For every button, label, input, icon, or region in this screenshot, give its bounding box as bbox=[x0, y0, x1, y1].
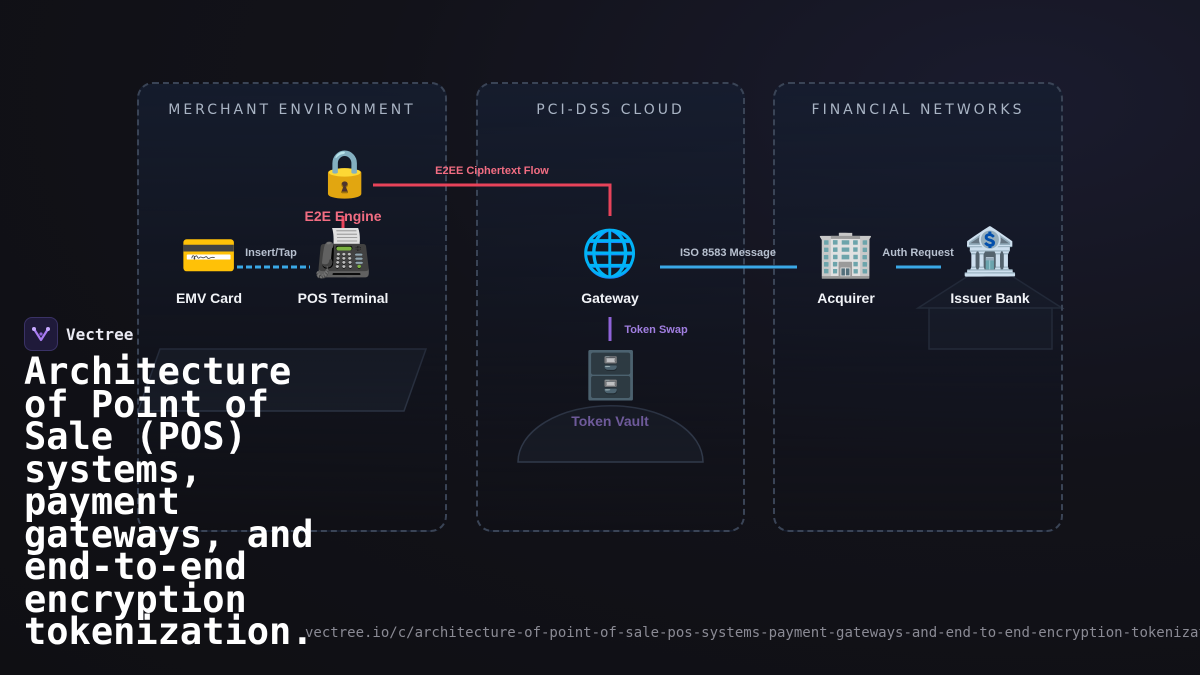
node-label-emv-card: EMV Card bbox=[175, 290, 243, 306]
zone-title-pci: PCI-DSS CLOUD bbox=[536, 102, 685, 118]
lock-icon: 🔒 bbox=[316, 146, 374, 200]
node-label-gateway: Gateway bbox=[581, 290, 639, 306]
zone-financial-networks: FINANCIAL NETWORKS bbox=[773, 82, 1063, 532]
node-label-issuer-bank: Issuer Bank bbox=[950, 290, 1030, 306]
zone-title-merchant: MERCHANT ENVIRONMENT bbox=[168, 102, 416, 118]
edge-label-auth-request: Auth Request bbox=[882, 247, 954, 259]
edge-label-iso-message: ISO 8583 Message bbox=[679, 247, 777, 259]
edge-e2ee-flow bbox=[373, 183, 612, 216]
page-url: vectree.io/c/architecture-of-point-of-sa… bbox=[305, 625, 1200, 641]
zone-pci-dss-cloud: PCI-DSS CLOUD bbox=[476, 82, 745, 532]
fax-terminal-icon: 📠 bbox=[314, 226, 372, 280]
edge-label-token-swap: Token Swap bbox=[624, 324, 688, 336]
office-building-icon: 🏢 bbox=[817, 226, 875, 280]
vectree-logo-icon bbox=[24, 317, 58, 351]
node-label-pos-terminal: POS Terminal bbox=[297, 290, 389, 306]
file-cabinet-icon: 🗄️ bbox=[582, 348, 640, 402]
zone-title-financial: FINANCIAL NETWORKS bbox=[811, 102, 1025, 118]
globe-icon: 🌐 bbox=[581, 226, 639, 280]
page-title: Architecture of Point of Sale (POS) syst… bbox=[24, 350, 314, 653]
node-label-acquirer: Acquirer bbox=[817, 290, 875, 306]
edge-label-e2ee-flow: E2EE Ciphertext Flow bbox=[435, 165, 549, 177]
edge-label-insert-tap: Insert/Tap bbox=[245, 247, 297, 259]
node-label-e2e-engine: E2E Engine bbox=[304, 208, 382, 224]
bank-icon: 🏦 bbox=[961, 224, 1019, 278]
brand-name: Vectree bbox=[66, 324, 134, 344]
node-label-token-vault: Token Vault bbox=[571, 413, 649, 429]
zone-merchant-environment: MERCHANT ENVIRONMENT bbox=[137, 82, 447, 532]
credit-card-icon: 💳 bbox=[180, 228, 238, 282]
brand: Vectree bbox=[24, 317, 133, 351]
